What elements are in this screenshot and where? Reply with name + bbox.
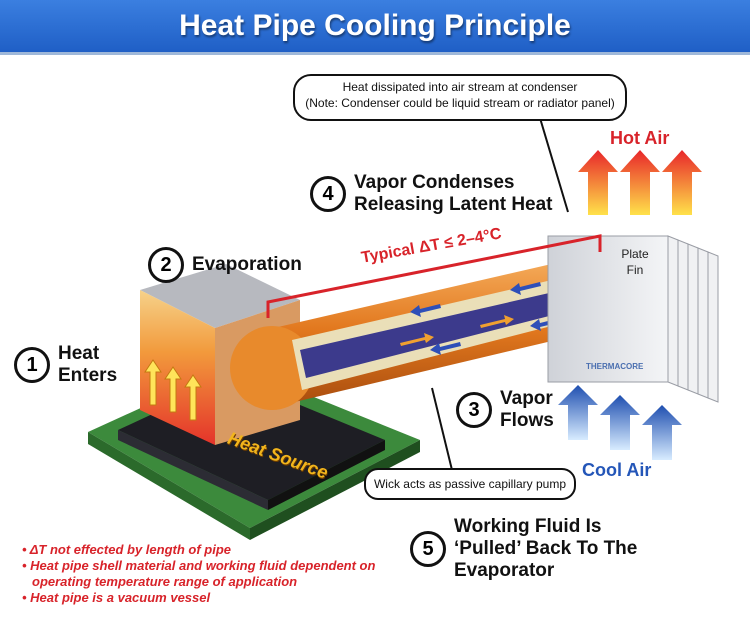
heat-enter-arrows xyxy=(144,359,202,421)
hot-air-label: Hot Air xyxy=(610,128,670,148)
delta-t-bracket xyxy=(266,234,602,318)
step-vapor-condenses: 4 Vapor Condenses Releasing Latent Heat xyxy=(310,172,564,216)
step-heat-enters: 1 Heat Enters xyxy=(14,343,128,387)
hot-air-arrows xyxy=(578,150,702,215)
cool-air-arrows xyxy=(558,385,682,460)
step-5-label: Working Fluid Is ‘Pulled’ Back To The Ev… xyxy=(454,516,638,581)
step-5-number: 5 xyxy=(410,531,446,567)
note-item: ΔT not effected by length of pipe xyxy=(22,542,412,558)
wick-callout-text: Wick acts as passive capillary pump xyxy=(373,477,567,491)
step-1-label: Heat Enters xyxy=(58,343,118,386)
step-3-label: Vapor Flows xyxy=(500,388,554,431)
step-4-number: 4 xyxy=(310,176,346,212)
page-title: Heat Pipe Cooling Principle xyxy=(179,9,571,42)
condenser-callout-line2: (Note: Condenser could be liquid stream … xyxy=(305,96,615,110)
step-working-fluid: 5 Working Fluid Is ‘Pulled’ Back To The … xyxy=(410,516,644,582)
step-1-number: 1 xyxy=(14,347,50,383)
plate-fins xyxy=(547,235,719,403)
step-2-number: 2 xyxy=(148,247,184,283)
step-vapor-flows: 3 Vapor Flows xyxy=(456,388,580,432)
vapor-flow-arrows xyxy=(400,315,514,346)
brand-logo: THERMACORE xyxy=(586,362,644,371)
return-flow-arrows xyxy=(410,282,561,355)
cool-air-label: Cool Air xyxy=(582,460,652,480)
condenser-callout-pointer xyxy=(539,117,569,213)
condenser-callout: Heat dissipated into air stream at conde… xyxy=(293,74,627,121)
step-4-label: Vapor Condenses Releasing Latent Heat xyxy=(354,172,553,215)
note-item: Heat pipe shell material and working flu… xyxy=(22,558,412,590)
wick-callout-pointer xyxy=(431,387,453,471)
wick-callout: Wick acts as passive capillary pump xyxy=(364,468,576,500)
note-item: Heat pipe is a vacuum vessel xyxy=(22,590,412,606)
step-3-number: 3 xyxy=(456,392,492,428)
title-banner xyxy=(0,0,750,55)
step-2-label: Evaporation xyxy=(192,254,302,275)
condenser-callout-line1: Heat dissipated into air stream at conde… xyxy=(342,80,578,94)
notes-list: ΔT not effected by length of pipe Heat p… xyxy=(22,542,412,606)
plate-fin-label: Plate Fin xyxy=(621,247,649,277)
step-evaporation: 2 Evaporation xyxy=(148,247,332,283)
